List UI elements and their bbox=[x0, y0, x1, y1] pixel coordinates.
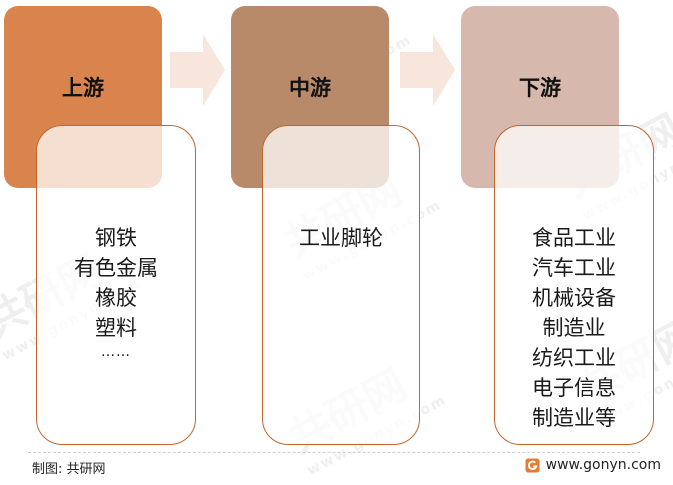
chart-credit: 制图: 共研网 bbox=[32, 462, 106, 477]
footer-divider bbox=[28, 452, 640, 453]
gonyn-logo-icon bbox=[525, 457, 540, 473]
list-item: 制造业 bbox=[542, 316, 606, 340]
list-item: 食品工业 bbox=[532, 226, 616, 250]
downstream-items: 食品工业汽车工业机械设备制造业纺织工业电子信息制造业等 bbox=[495, 223, 653, 433]
list-item: 机械设备 bbox=[532, 286, 616, 310]
list-item: 汽车工业 bbox=[532, 256, 616, 280]
list-item: 橡胶 bbox=[95, 286, 137, 310]
list-item: 电子信息 bbox=[532, 376, 616, 400]
list-item: 纺织工业 bbox=[532, 346, 616, 370]
midstream-content-box: 工业脚轮 bbox=[262, 125, 420, 445]
list-item: 工业脚轮 bbox=[299, 226, 383, 250]
list-item: …… bbox=[101, 344, 131, 360]
upstream-content-box: 钢铁有色金属橡胶塑料 …… bbox=[36, 125, 196, 445]
arrow-right-icon bbox=[400, 34, 455, 106]
upstream-title: 上游 bbox=[62, 76, 104, 100]
website-link[interactable]: www.gonyn.com bbox=[525, 457, 661, 473]
list-item: 塑料 bbox=[95, 316, 137, 340]
arrow-right-icon bbox=[170, 34, 225, 106]
upstream-items: 钢铁有色金属橡胶塑料 …… bbox=[37, 223, 195, 361]
list-item: 制造业等 bbox=[532, 406, 616, 430]
downstream-content-box: 食品工业汽车工业机械设备制造业纺织工业电子信息制造业等 bbox=[494, 125, 654, 445]
list-item: 钢铁 bbox=[95, 226, 137, 250]
website-url: www.gonyn.com bbox=[545, 457, 661, 473]
midstream-items: 工业脚轮 bbox=[263, 223, 419, 253]
midstream-title: 中游 bbox=[289, 76, 331, 100]
downstream-title: 下游 bbox=[519, 76, 561, 100]
list-item: 有色金属 bbox=[74, 256, 158, 280]
